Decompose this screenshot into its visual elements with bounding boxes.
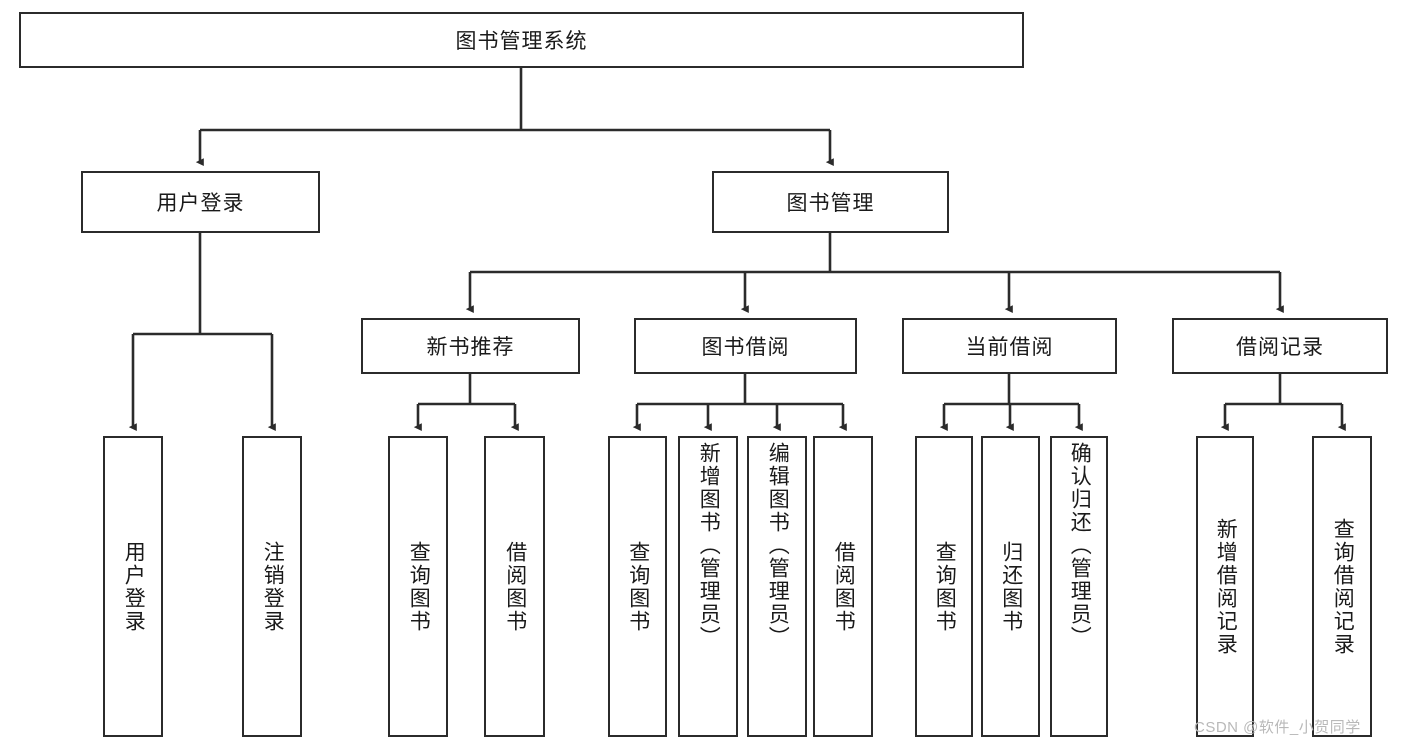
node-current-borrow-label: 当前借阅 <box>965 336 1054 359</box>
leaf-cu-return-book[interactable]: 归还图书 <box>981 436 1040 737</box>
node-new-book-recommend[interactable]: 新书推荐 <box>361 318 580 374</box>
leaf-re-query-record[interactable]: 查询借阅记录 <box>1312 436 1372 737</box>
leaf-bo-borrow-book[interactable]: 借阅图书 <box>813 436 873 737</box>
leaf-nb-query-book[interactable]: 查询图书 <box>388 436 448 737</box>
leaf-bo-borrow-book-label: 借阅图书 <box>832 540 856 633</box>
leaf-user-login-label: 用户登录 <box>122 540 146 633</box>
leaf-bo-edit-book-admin-label: 编辑图书（管理员） <box>766 442 790 649</box>
leaf-bo-edit-book-admin[interactable]: 编辑图书（管理员） <box>747 436 807 737</box>
node-current-borrow[interactable]: 当前借阅 <box>902 318 1117 374</box>
leaf-re-add-record[interactable]: 新增借阅记录 <box>1196 436 1254 737</box>
csdn-watermark: CSDN @软件_小贺同学 <box>1194 719 1361 736</box>
node-book-borrow[interactable]: 图书借阅 <box>634 318 857 374</box>
leaf-cu-query-book-label: 查询图书 <box>933 540 957 633</box>
leaf-logout[interactable]: 注销登录 <box>242 436 302 737</box>
node-root-label: 图书管理系统 <box>455 30 588 53</box>
node-book-borrow-label: 图书借阅 <box>701 336 790 359</box>
leaf-re-add-record-label: 新增借阅记录 <box>1214 517 1238 656</box>
node-book-management-label: 图书管理 <box>786 192 875 215</box>
leaf-re-query-record-label: 查询借阅记录 <box>1331 517 1355 656</box>
leaf-nb-borrow-book-label: 借阅图书 <box>503 540 527 633</box>
node-borrow-records-label: 借阅记录 <box>1236 336 1324 359</box>
node-borrow-records[interactable]: 借阅记录 <box>1172 318 1388 374</box>
node-user-login[interactable]: 用户登录 <box>81 171 320 233</box>
leaf-bo-query-book[interactable]: 查询图书 <box>608 436 667 737</box>
leaf-cu-return-book-label: 归还图书 <box>999 540 1023 633</box>
leaf-nb-borrow-book[interactable]: 借阅图书 <box>484 436 545 737</box>
node-new-book-recommend-label: 新书推荐 <box>426 336 515 359</box>
node-root[interactable]: 图书管理系统 <box>19 12 1024 68</box>
leaf-cu-query-book[interactable]: 查询图书 <box>915 436 973 737</box>
node-user-login-label: 用户登录 <box>156 192 245 215</box>
leaf-nb-query-book-label: 查询图书 <box>407 540 431 633</box>
node-book-management[interactable]: 图书管理 <box>712 171 949 233</box>
leaf-user-login[interactable]: 用户登录 <box>103 436 163 737</box>
leaf-logout-label: 注销登录 <box>261 540 285 633</box>
leaf-bo-add-book-admin[interactable]: 新增图书（管理员） <box>678 436 738 737</box>
leaf-cu-confirm-return-admin-label: 确认归还（管理员） <box>1068 442 1092 649</box>
leaf-bo-add-book-admin-label: 新增图书（管理员） <box>697 442 721 649</box>
leaf-bo-query-book-label: 查询图书 <box>626 540 650 633</box>
leaf-cu-confirm-return-admin[interactable]: 确认归还（管理员） <box>1050 436 1108 737</box>
